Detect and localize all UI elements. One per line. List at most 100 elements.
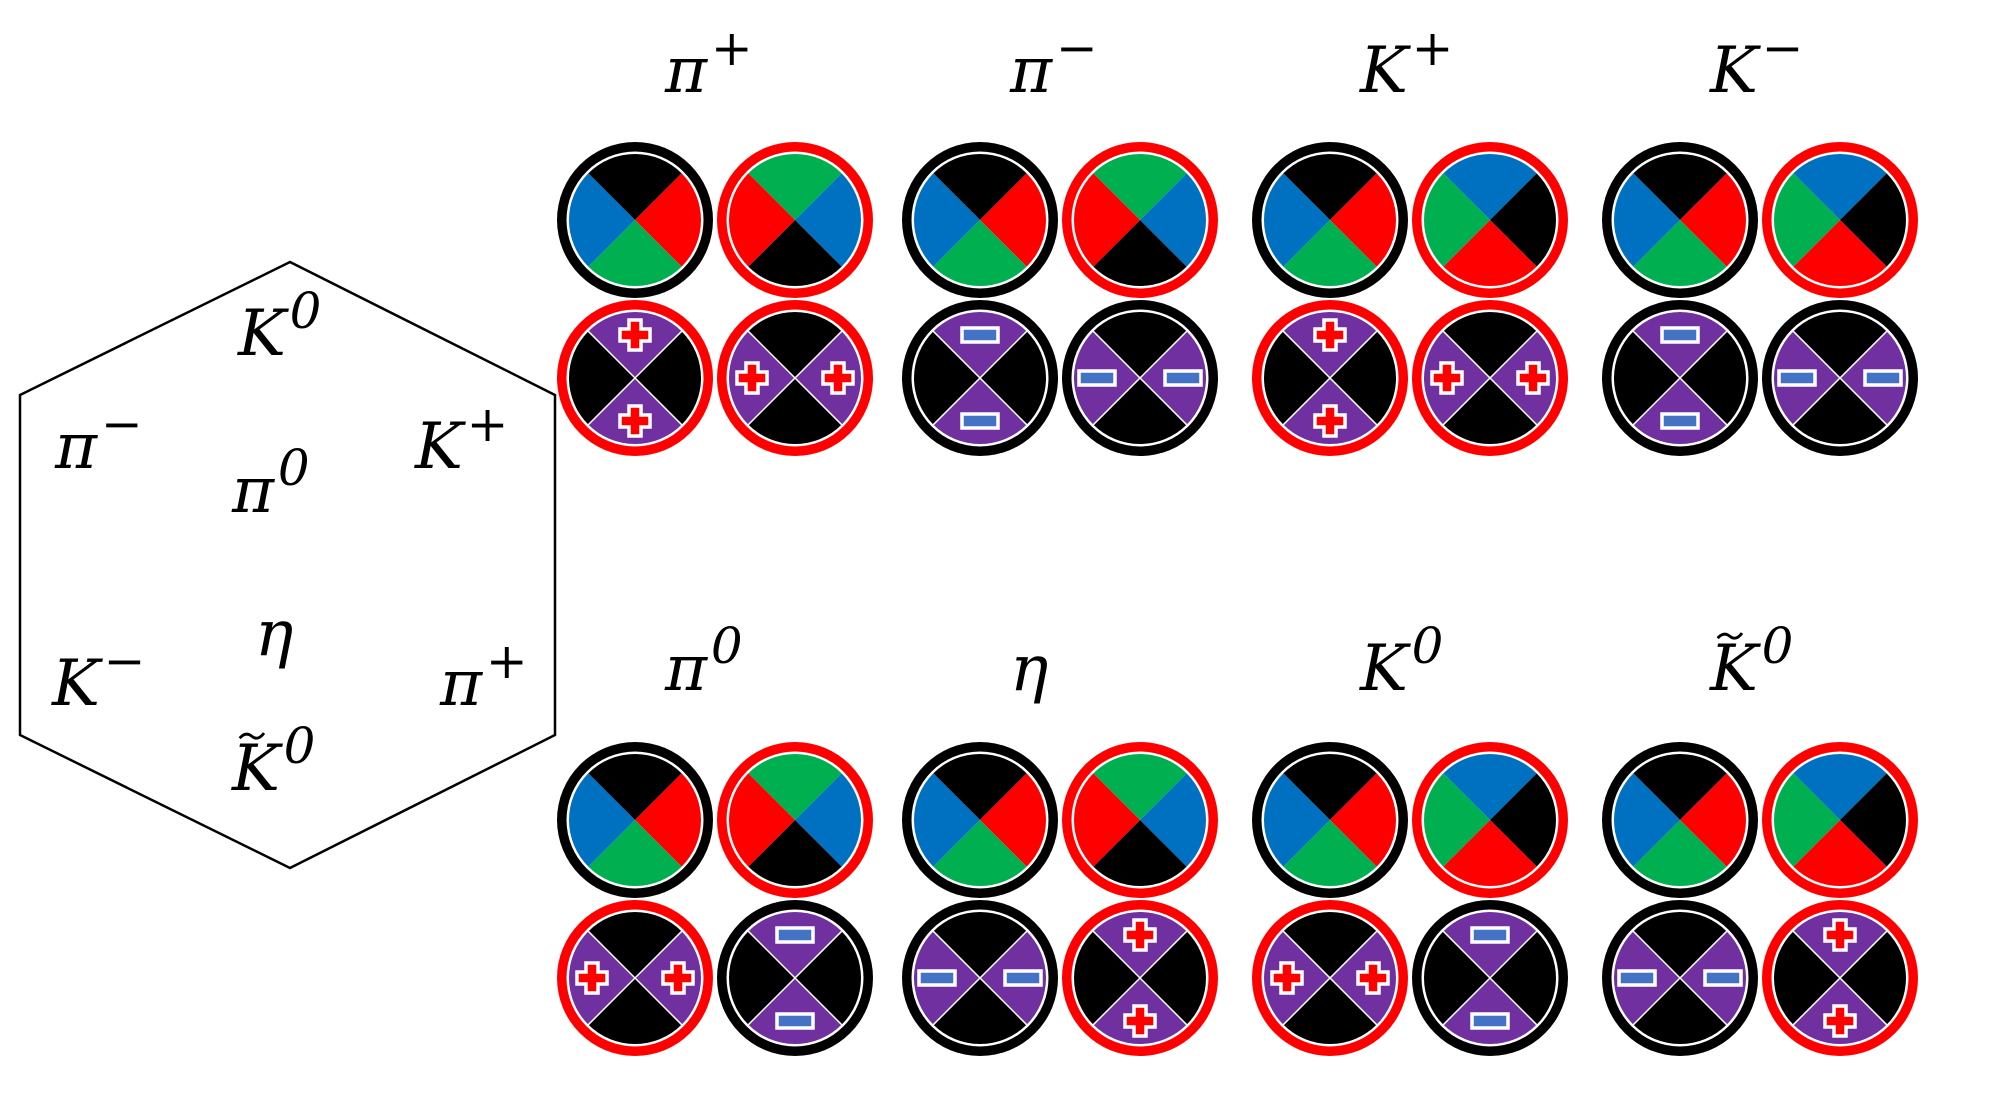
hex-label-eta: η [255, 597, 293, 671]
color-circle [1412, 742, 1568, 898]
hex-label-text: K+ [414, 395, 508, 484]
hex-label-Kbar0: K0 [231, 717, 315, 806]
charge-quadrant [748, 312, 842, 378]
hex-label-pi-plus: π+ [439, 632, 528, 721]
color-quadrant [1423, 773, 1490, 867]
minus-sign-icon [960, 326, 1000, 344]
color-quadrant [1633, 753, 1727, 820]
charge-quadrant [1633, 911, 1727, 978]
color-quadrant [1283, 753, 1377, 820]
color-quadrant [1443, 220, 1537, 287]
plus-sign-icon [618, 318, 652, 352]
color-quadrant [1633, 153, 1727, 220]
color-quadrant [1283, 820, 1377, 886]
hex-label-text: π− [54, 395, 143, 484]
hex-label-pi0: π0 [231, 439, 310, 528]
minus-sign-icon [1163, 369, 1203, 387]
charge-quadrant [1093, 378, 1187, 445]
color-quadrant [1840, 773, 1907, 867]
quadrant-divider [747, 930, 843, 1026]
charge-quadrant [980, 331, 1046, 425]
minus-sign-icon [1660, 326, 1700, 344]
charge-circle [902, 300, 1058, 456]
charge-quadrant [569, 331, 635, 425]
label-base: K [1359, 632, 1411, 706]
label-superscript: + [711, 19, 753, 77]
color-quadrant [1283, 220, 1377, 287]
quadrant-divider [932, 930, 1028, 1026]
color-quadrant [635, 173, 702, 267]
minus-sign-icon [1863, 369, 1903, 387]
color-quadrant [635, 773, 701, 867]
label-base: π [664, 34, 708, 108]
charge-circle [717, 300, 873, 456]
quadrant-divider [932, 330, 1028, 426]
quadrant-divider [587, 930, 683, 1026]
color-quadrant [1633, 220, 1727, 287]
charge-quadrant [933, 911, 1027, 978]
charge-circle [1412, 900, 1568, 1056]
particle-group-pi-minus: π− [902, 19, 1218, 456]
color-quadrant [933, 820, 1027, 886]
charge-quadrant [1443, 378, 1537, 445]
color-quadrant [914, 173, 980, 267]
particle-group-pi0: π0 [557, 617, 873, 1056]
charge-quadrant [1443, 911, 1537, 978]
color-quadrant [1073, 773, 1140, 867]
hex-label-text: K0 [231, 717, 315, 806]
charge-quadrant [748, 378, 842, 444]
charge-quadrant [1443, 978, 1537, 1045]
hexagon-outline [18, 260, 557, 870]
label-superscript: − [101, 395, 143, 453]
charge-quadrant [1840, 931, 1907, 1025]
color-quadrant [748, 753, 842, 820]
minus-sign-icon [1660, 412, 1700, 430]
label-base: π [664, 632, 708, 706]
particle-title-text: π+ [664, 19, 753, 108]
charge-quadrant [1680, 331, 1746, 425]
charge-circle [1762, 300, 1918, 456]
hex-label-text: K0 [237, 282, 321, 371]
color-circle [1252, 142, 1408, 298]
color-quadrant [1680, 773, 1747, 867]
charge-circle [1252, 300, 1408, 456]
charge-circle [1602, 300, 1758, 456]
charge-circle [1252, 900, 1408, 1056]
color-circle [1252, 742, 1408, 898]
hexagon-panel: K0 π− K+ π0 ηK − π+ K0 [18, 260, 557, 870]
particle-group-Kbar0: K0 [1602, 617, 1918, 1056]
charge-circle [717, 900, 873, 1056]
color-quadrant [728, 773, 795, 867]
plus-sign-icon [1823, 918, 1857, 952]
color-quadrant [1330, 773, 1396, 867]
particle-title-K0: K0 [1359, 617, 1443, 706]
color-circle [1762, 742, 1918, 898]
color-quadrant [748, 820, 842, 886]
charge-quadrant [1073, 931, 1140, 1025]
plus-sign-icon [1823, 1004, 1857, 1038]
charge-quadrant [748, 978, 842, 1044]
particle-title-Kbar0: K0 [1709, 617, 1793, 706]
quadrant-divider [1092, 930, 1188, 1026]
color-circle [717, 742, 873, 898]
color-quadrant [1680, 173, 1746, 267]
plus-sign-icon [1516, 361, 1550, 395]
label-base: π [1009, 34, 1053, 108]
label-base: K [51, 647, 103, 721]
charge-quadrant [635, 331, 701, 425]
charge-circle [1762, 900, 1918, 1056]
color-quadrant [1330, 173, 1396, 267]
label-base: π [439, 647, 483, 721]
quadrant-divider [1442, 330, 1538, 426]
label-base: K [1359, 34, 1411, 108]
color-quadrant [1633, 820, 1727, 886]
charge-circle [557, 300, 713, 456]
hex-label-text: π0 [231, 439, 310, 528]
particle-title-text: K+ [1359, 19, 1453, 108]
minus-sign-icon [775, 926, 815, 944]
quadrant-divider [1632, 930, 1728, 1026]
label-base: π [54, 410, 98, 484]
color-quadrant [588, 753, 682, 820]
charge-quadrant [1423, 931, 1490, 1025]
color-quadrant [1093, 820, 1187, 886]
